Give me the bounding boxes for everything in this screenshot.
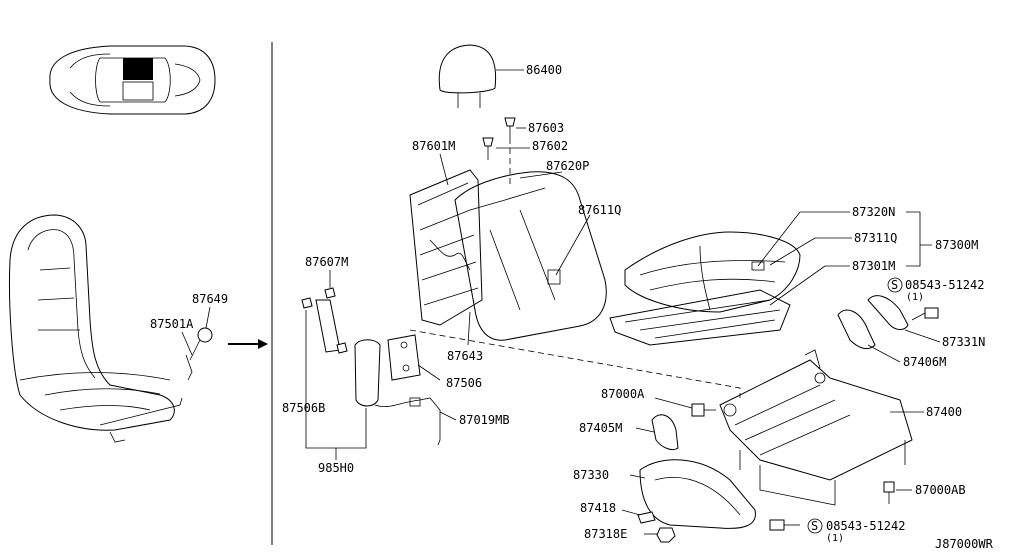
bolt-87000A <box>691 403 705 417</box>
screw-symbol-upper <box>887 277 903 293</box>
seat-pan <box>609 289 791 346</box>
label-08543-lower-qty: (1) <box>826 533 844 544</box>
seat-frame <box>719 349 913 506</box>
label-87405M: 87405M <box>579 421 622 435</box>
label-87400: 87400 <box>926 405 962 419</box>
screw-symbol-lower-text: S <box>811 519 818 533</box>
side-cover-bracket <box>837 295 909 350</box>
seat-cushion <box>624 231 801 313</box>
label-87506B: 87506B <box>282 401 325 415</box>
label-08543-upper-qty: (1) <box>906 292 924 303</box>
label-87000A: 87000A <box>601 387 645 401</box>
label-87311Q: 87311Q <box>854 231 897 245</box>
label-87501A: 87501A <box>150 317 194 331</box>
label-87000AB: 87000AB <box>915 483 966 497</box>
label-87320N: 87320N <box>852 205 895 219</box>
seatback-frame <box>409 169 483 326</box>
side-bracket-87607M <box>301 287 348 354</box>
label-08543-lower: 08543-51242 <box>826 519 905 533</box>
label-87649: 87649 <box>192 292 228 306</box>
label-87418: 87418 <box>580 501 616 515</box>
highlighted-seat-marker <box>123 58 153 80</box>
car-top-view <box>49 45 216 115</box>
clip-87418 <box>637 511 656 524</box>
label-985H0: 985H0 <box>318 461 354 475</box>
label-87620P: 87620P <box>546 159 589 173</box>
bolt-87000AB <box>883 481 895 493</box>
label-08543-upper: 08543-51242 <box>905 278 984 292</box>
label-87506: 87506 <box>446 376 482 390</box>
seat-assembly-overview <box>8 214 213 443</box>
headrest <box>438 44 497 108</box>
label-87301M: 87301M <box>852 259 895 273</box>
label-87318E: 87318E <box>584 527 627 541</box>
screw-symbol-upper-text: S <box>891 278 898 292</box>
headrest-guides <box>482 117 516 185</box>
nut-87318E <box>656 527 676 543</box>
airbag-module <box>354 334 441 446</box>
label-87331N: 87331N <box>942 335 985 349</box>
label-87603: 87603 <box>528 121 564 135</box>
seatback-cushion <box>454 171 607 341</box>
label-86400: 86400 <box>526 63 562 77</box>
label-87019MB: 87019MB <box>459 413 510 427</box>
label-87406M: 87406M <box>903 355 946 369</box>
label-87602: 87602 <box>532 139 568 153</box>
label-87643: 87643 <box>447 349 483 363</box>
label-87607M: 87607M <box>305 255 348 269</box>
screw-symbol-lower <box>807 518 823 534</box>
label-87601M: 87601M <box>412 139 455 153</box>
side-cover-87330 <box>639 459 756 529</box>
bracket-87405M <box>651 414 679 451</box>
screw-lower <box>769 519 785 531</box>
label-87330: 87330 <box>573 468 609 482</box>
diagram-reference-code: J87000WR <box>935 537 994 551</box>
arrow-indicator <box>228 339 268 349</box>
label-87611Q: 87611Q <box>578 203 621 217</box>
label-87300M: 87300M <box>935 238 978 252</box>
